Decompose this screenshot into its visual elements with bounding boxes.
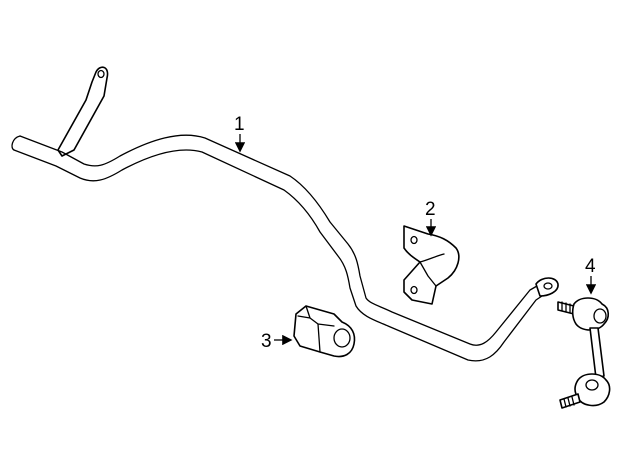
callout-4-label: 4 <box>585 256 596 277</box>
callout-2-label: 2 <box>425 199 436 220</box>
stabilizer-link <box>557 297 611 409</box>
stabilizer-bar-inner-edge <box>13 149 549 362</box>
stabilizer-bar-outer-edge <box>19 134 545 346</box>
callout-1-label: 1 <box>234 114 245 135</box>
link-upper-joint <box>571 297 610 331</box>
link-upper-joint-cap <box>593 308 607 324</box>
callout-3-label: 3 <box>261 331 272 352</box>
bracket-fold-line <box>419 253 445 287</box>
bracket-lower-hole <box>410 285 418 295</box>
stabilizer-bar-right-eye <box>543 282 553 290</box>
stabilizer-bar-left-arm <box>57 66 109 157</box>
stabilizer-bushing <box>293 305 356 358</box>
bracket-body <box>403 225 460 305</box>
stabilizer-bar <box>11 66 559 362</box>
callout-1: 1 <box>234 114 246 153</box>
callout-2: 2 <box>425 199 437 237</box>
link-lower-stud-threads <box>563 396 575 408</box>
callout-3: 3 <box>261 331 293 352</box>
bracket-upper-hole <box>410 235 418 245</box>
callout-4: 4 <box>585 256 597 295</box>
bushing-bore <box>333 328 351 348</box>
stabilizer-bar-left-end <box>11 135 21 151</box>
stabilizer-bar-left-eye <box>97 69 105 79</box>
bushing-body <box>293 305 356 358</box>
link-upper-stud-threads <box>561 301 571 314</box>
bushing-edge <box>317 323 321 353</box>
link-shaft <box>589 327 605 379</box>
stabilizer-bar-right-end <box>535 277 559 297</box>
bushing-slot <box>297 305 335 327</box>
bushing-bracket <box>403 225 460 305</box>
link-lower-joint-cap <box>585 379 599 391</box>
